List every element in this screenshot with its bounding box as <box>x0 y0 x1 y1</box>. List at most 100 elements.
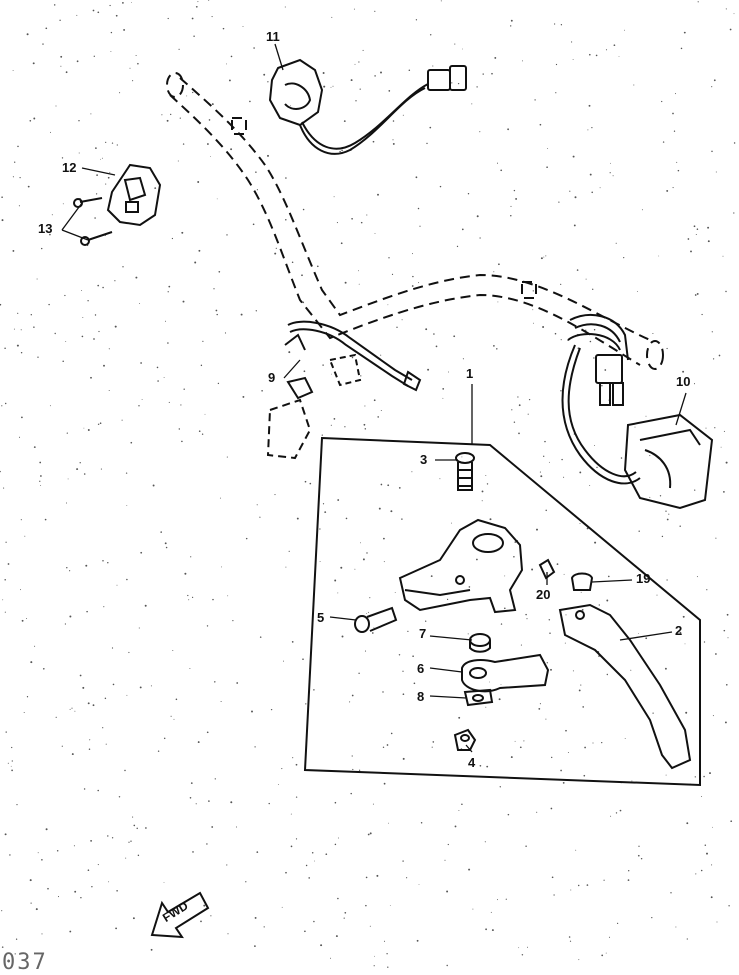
speckle-dot <box>666 347 668 350</box>
speckle-dot <box>108 881 110 883</box>
speckle-dot <box>369 832 372 835</box>
speckle-dot <box>680 47 683 50</box>
speckle-dot <box>604 369 607 371</box>
speckle-dot <box>406 877 408 879</box>
speckle-dot <box>3 487 5 489</box>
speckle-dot <box>373 955 375 957</box>
speckle-dot <box>457 82 460 85</box>
speckle-dot <box>91 886 93 888</box>
speckle-dot <box>675 926 677 928</box>
speckle-dot <box>62 203 64 205</box>
speckle-dot <box>723 629 726 632</box>
speckle-dot <box>672 112 674 115</box>
speckle-dot <box>521 954 524 956</box>
speckle-dot <box>390 732 393 735</box>
speckle-dot <box>344 426 346 428</box>
speckle-dot <box>351 356 354 359</box>
speckle-dot <box>226 234 228 236</box>
speckle-dot <box>354 63 356 65</box>
speckle-dot <box>513 555 515 558</box>
speckle-dot <box>123 28 126 31</box>
speckle-dot <box>296 517 299 520</box>
speckle-dot <box>677 169 680 172</box>
speckle-dot <box>42 43 44 45</box>
speckle-dot <box>442 397 444 399</box>
speckle-dot <box>706 852 708 855</box>
speckle-dot <box>561 458 563 461</box>
speckle-dot <box>706 589 708 591</box>
speckle-dot <box>97 423 100 426</box>
speckle-dot <box>334 843 337 846</box>
speckle-dot <box>539 471 541 473</box>
speckle-dot <box>366 613 367 614</box>
speckle-dot <box>649 496 651 498</box>
speckle-dot <box>96 174 98 176</box>
speckle-dot <box>467 633 469 635</box>
speckle-dot <box>715 537 717 539</box>
speckle-dot <box>33 117 36 120</box>
speckle-dot <box>39 480 41 482</box>
speckle-dot <box>358 672 360 675</box>
speckle-dot <box>55 716 57 718</box>
speckle-dot <box>589 53 591 56</box>
speckle-dot <box>37 852 39 854</box>
speckle-dot <box>461 456 463 458</box>
speckle-dot <box>517 396 519 398</box>
speckle-dot <box>115 14 118 17</box>
speckle-dot <box>125 472 128 474</box>
speckle-dot <box>619 809 622 812</box>
speckle-dot <box>18 436 21 438</box>
speckle-dot <box>369 925 371 927</box>
speckle-dot <box>563 573 565 575</box>
speckle-dot <box>569 940 572 942</box>
speckle-dot <box>507 813 510 816</box>
speckle-dot <box>5 731 7 733</box>
speckle-dot <box>388 257 390 259</box>
speckle-dot <box>703 641 706 643</box>
part-11-switch <box>268 58 467 155</box>
speckle-dot <box>726 613 729 616</box>
speckle-dot <box>572 59 574 61</box>
speckle-dot <box>560 339 562 341</box>
speckle-dot <box>656 594 658 596</box>
speckle-dot <box>126 694 128 696</box>
speckle-dot <box>366 214 368 216</box>
speckle-dot <box>135 276 138 279</box>
speckle-dot <box>336 222 338 224</box>
speckle-dot <box>350 79 353 82</box>
speckle-dot <box>5 541 7 543</box>
speckle-dot <box>37 356 39 358</box>
callout-6: 6 <box>417 661 425 676</box>
speckle-dot <box>679 631 682 634</box>
speckle-dot <box>599 187 601 189</box>
speckle-dot <box>685 711 688 714</box>
speckle-dot <box>319 560 321 562</box>
speckle-dot <box>605 49 608 51</box>
speckle-dot <box>578 689 581 692</box>
speckle-dot <box>330 424 332 426</box>
speckle-dot <box>520 644 522 646</box>
speckle-dot <box>531 568 534 571</box>
speckle-dot <box>170 113 172 116</box>
handlebar-dashed <box>166 72 664 370</box>
speckle-dot <box>30 314 32 316</box>
speckle-dot <box>301 274 303 277</box>
speckle-dot <box>610 815 612 817</box>
speckle-dot <box>454 43 456 45</box>
speckle-dot <box>572 155 575 158</box>
speckle-dot <box>380 354 382 356</box>
speckle-dot <box>701 313 703 316</box>
speckle-dot <box>471 103 473 105</box>
speckle-dot <box>560 390 562 392</box>
speckle-dot <box>659 495 662 497</box>
speckle-dot <box>268 802 270 805</box>
callout-11: 11 <box>266 29 280 44</box>
speckle-dot <box>20 589 21 591</box>
speckle-dot <box>362 558 365 561</box>
speckle-dot <box>99 422 102 424</box>
callout-7: 7 <box>419 626 427 641</box>
speckle-dot <box>417 207 420 210</box>
speckle-dot <box>493 345 495 347</box>
speckle-dot <box>402 693 405 696</box>
speckle-dot <box>412 275 414 278</box>
